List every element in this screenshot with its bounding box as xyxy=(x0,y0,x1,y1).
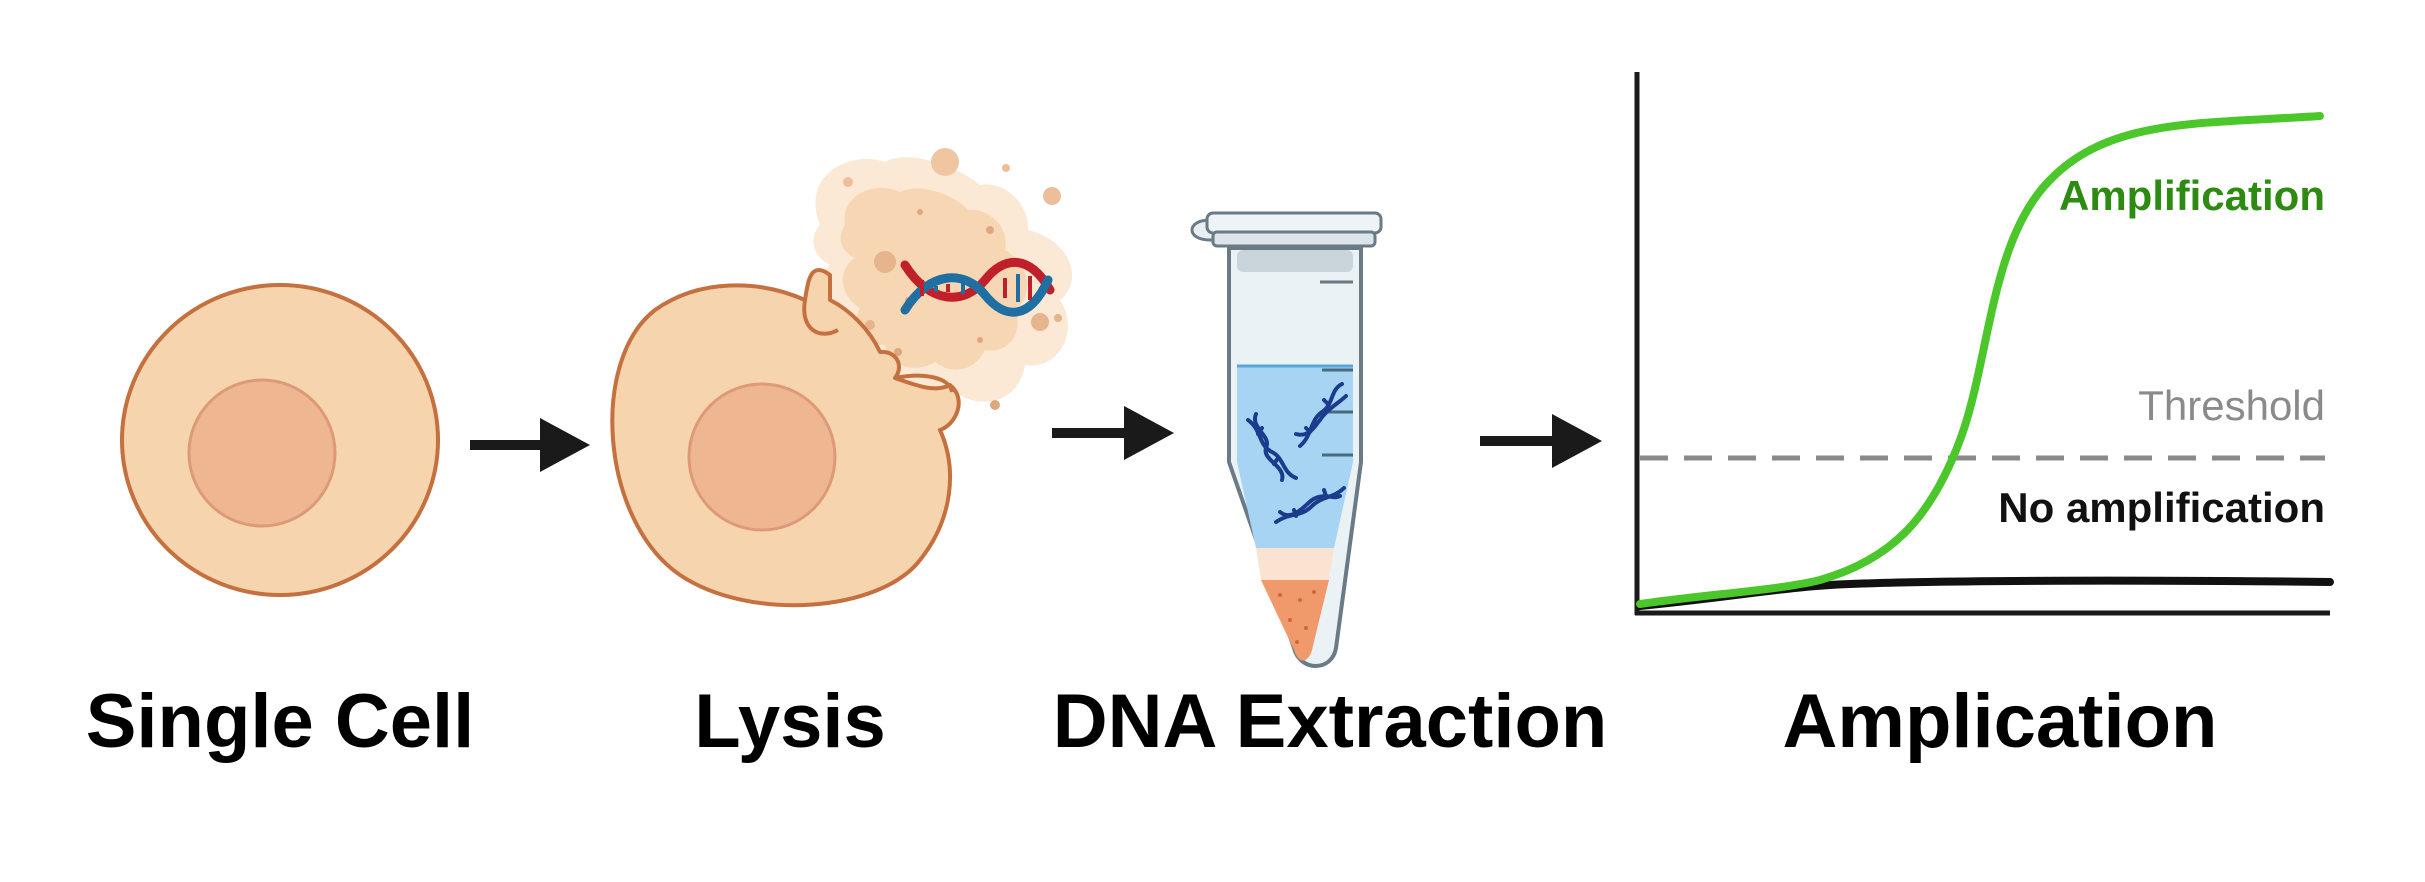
step-label-lysis: Lysis xyxy=(694,679,886,764)
step-label-dna-extraction: DNA Extraction xyxy=(1052,679,1608,764)
dna-strand-icon xyxy=(1246,412,1298,482)
step-label-single-cell: Single Cell xyxy=(85,679,475,764)
amplification-curve-label: Amplification xyxy=(2058,172,2325,219)
lysed-cell-icon xyxy=(610,148,1073,608)
arrow-right-icon xyxy=(1480,414,1602,468)
dna-helix-icon xyxy=(900,258,1055,317)
nucleus-icon xyxy=(687,382,837,532)
amplification-graph-icon xyxy=(1634,72,2334,616)
dna-strand-icon xyxy=(1294,382,1348,448)
no-amplification-curve-label: No amplification xyxy=(1998,484,2325,531)
step-label-amplication: Amplication xyxy=(1782,679,2218,764)
cell-icon xyxy=(120,283,440,597)
arrow-right-icon xyxy=(1052,406,1174,460)
threshold-label: Threshold xyxy=(2138,382,2325,429)
arrow-right-icon xyxy=(470,418,590,472)
dna-strand-icon xyxy=(1274,486,1346,524)
amplification-curve xyxy=(1636,112,2324,608)
microcentrifuge-tube-icon xyxy=(1190,211,1383,668)
nucleus-icon xyxy=(187,378,337,528)
